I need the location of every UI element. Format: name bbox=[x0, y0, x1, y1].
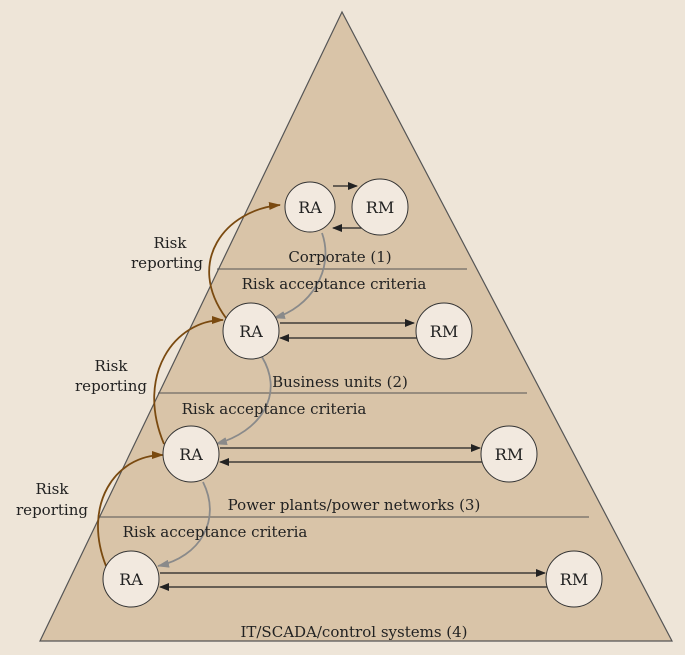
criteria-label-3: Risk acceptance criteria bbox=[123, 523, 308, 541]
reporting-label-1-line2: reporting bbox=[131, 254, 203, 272]
level-2-name: Business units (2) bbox=[272, 373, 408, 391]
pyramid bbox=[39, 10, 673, 642]
criteria-label-2: Risk acceptance criteria bbox=[182, 400, 367, 418]
ra-node-3 bbox=[162, 425, 220, 483]
level-1-name: Corporate (1) bbox=[288, 248, 391, 266]
criteria-arrow-1-to-2 bbox=[273, 232, 327, 319]
rm-node-1 bbox=[351, 178, 409, 236]
level-3-name: Power plants/power networks (3) bbox=[228, 496, 481, 514]
ra-node-1 bbox=[284, 181, 336, 233]
ra-node-4-label: RA bbox=[119, 570, 143, 589]
rm-node-4 bbox=[545, 550, 603, 608]
level-4-nodes: RA RM bbox=[102, 550, 603, 608]
reporting-arrow-4-to-3 bbox=[97, 451, 164, 567]
rm-node-4-label: RM bbox=[560, 570, 588, 589]
criteria-arrows bbox=[157, 232, 327, 568]
rm-node-1-label: RM bbox=[366, 198, 394, 217]
rm-node-2 bbox=[415, 302, 473, 360]
level-2-nodes: RA RM bbox=[222, 302, 473, 360]
reporting-label-2-line1: Risk bbox=[95, 357, 129, 375]
ra-node-2-label: RA bbox=[239, 322, 263, 341]
rm-node-2-label: RM bbox=[430, 322, 458, 341]
reporting-arrows bbox=[97, 202, 281, 567]
ra-node-1-label: RA bbox=[298, 198, 322, 217]
ra-node-2 bbox=[222, 302, 280, 360]
level-1-nodes: RA RM bbox=[284, 178, 409, 236]
ra-node-3-label: RA bbox=[179, 445, 203, 464]
rm-node-3 bbox=[480, 425, 538, 483]
criteria-arrow-2-to-3 bbox=[215, 356, 272, 445]
reporting-label-1-line1: Risk bbox=[154, 234, 188, 252]
reporting-label-3-line2: reporting bbox=[16, 501, 88, 519]
reporting-arrow-2-to-1 bbox=[208, 202, 281, 319]
reporting-arrow-3-to-2 bbox=[153, 316, 224, 445]
reporting-label-3-line1: Risk bbox=[36, 480, 70, 498]
rm-node-3-label: RM bbox=[495, 445, 523, 464]
criteria-label-1: Risk acceptance criteria bbox=[242, 275, 427, 293]
ra-rm-links bbox=[159, 182, 547, 591]
reporting-label-2-line2: reporting bbox=[75, 377, 147, 395]
level-4-name: IT/SCADA/control systems (4) bbox=[240, 623, 467, 641]
ra-node-4 bbox=[102, 550, 160, 608]
criteria-arrow-3-to-4 bbox=[157, 481, 211, 568]
level-3-nodes: RA RM bbox=[162, 425, 538, 483]
